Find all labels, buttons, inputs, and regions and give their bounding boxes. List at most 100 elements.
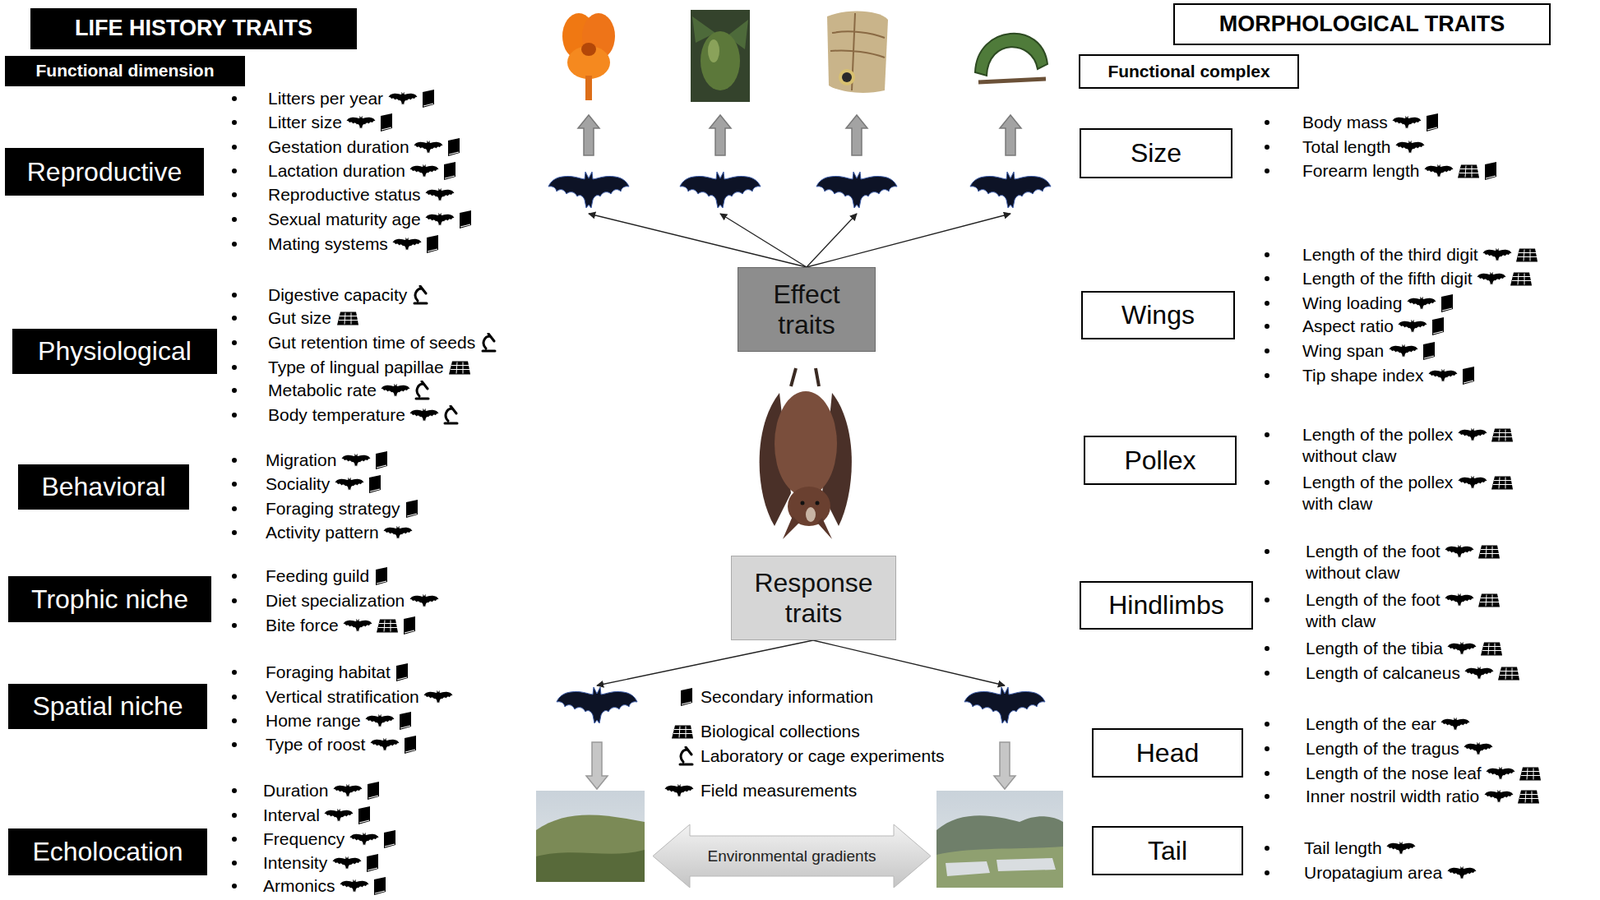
bat-icon — [413, 140, 443, 154]
bullet-dot — [1264, 771, 1270, 777]
bullet-dot — [231, 860, 237, 866]
book-icon — [396, 663, 408, 682]
bat-icon — [339, 879, 369, 893]
bat-icon — [1457, 476, 1487, 490]
trait-label: Bite force — [265, 615, 339, 637]
trait-label: Intensity — [263, 852, 328, 874]
bat-icon — [341, 453, 370, 468]
bat-icon — [1485, 767, 1515, 781]
bat-icon — [409, 408, 439, 422]
bullet-dot — [231, 388, 237, 394]
trait-label: Wing loading — [1302, 292, 1402, 315]
bat-icon — [332, 784, 362, 798]
collection-icon — [1516, 249, 1538, 263]
trait-label: Litters per year — [268, 87, 384, 110]
dimension-box: Spatial niche — [8, 684, 208, 730]
bat-icon — [383, 526, 412, 540]
bat-icon — [1484, 790, 1513, 804]
bullet-dot — [1264, 480, 1270, 486]
legend-label: Laboratory or cage experiments — [700, 745, 945, 768]
bullet-dot — [1264, 846, 1270, 851]
bat-icon — [548, 171, 1051, 724]
box-label: Size — [1130, 138, 1182, 169]
book-icon — [374, 877, 386, 896]
trait-label: Tail length — [1304, 837, 1383, 860]
trait-label: Reproductive status — [268, 184, 421, 206]
book-icon — [1432, 317, 1444, 336]
bat-icon — [1444, 545, 1474, 559]
bat-icon — [334, 477, 364, 491]
bullet-dot — [1264, 252, 1270, 258]
bullet-dot — [231, 292, 237, 298]
book-icon — [369, 475, 381, 494]
trait-label: Sexual maturity age — [268, 208, 421, 231]
complex-box: Head — [1091, 728, 1244, 778]
bat-icon — [369, 738, 399, 752]
dimension-box: Echolocation — [8, 828, 208, 876]
gradient-arrow: Environmental gradients — [652, 824, 931, 888]
box-label: Functional dimension — [35, 60, 214, 81]
book-icon — [1423, 342, 1435, 361]
collection-icon — [448, 361, 471, 375]
complex-box: Hindlimbs — [1079, 581, 1254, 630]
bat-icon — [664, 784, 694, 798]
dimension-box: Trophic niche — [8, 576, 212, 623]
bullet-dot — [1264, 373, 1270, 379]
collection-icon — [1510, 272, 1532, 287]
bat-photo — [759, 368, 852, 540]
bullet-dot — [1264, 870, 1270, 876]
trait-label: Body mass — [1302, 111, 1388, 134]
bullet-dot — [231, 742, 237, 748]
bullet-dot — [231, 340, 237, 346]
bat-icon — [1447, 642, 1476, 656]
landscape-photo — [536, 790, 1064, 888]
bat-icon — [1447, 866, 1476, 880]
bullet-dot — [231, 365, 237, 370]
bat-icon — [1388, 344, 1418, 358]
bullet-dot — [231, 694, 237, 700]
dimension-box: Reproductive — [4, 147, 204, 196]
bullet-dot — [231, 813, 237, 819]
book-icon — [406, 499, 418, 518]
bat-icon — [1391, 115, 1421, 130]
book-icon — [1484, 161, 1497, 181]
box-label: Response traits — [745, 568, 882, 629]
collection-icon — [337, 312, 359, 326]
bat-icon — [1463, 742, 1493, 756]
bat-icon — [1386, 841, 1416, 856]
bat-icon — [1428, 369, 1457, 383]
book-icon — [383, 830, 396, 849]
bullet-dot — [231, 530, 237, 536]
bat-icon — [1464, 666, 1494, 680]
legend-label: Biological collections — [700, 721, 861, 743]
trait-label: Metabolic rate — [268, 379, 377, 402]
box-label: Tail — [1147, 836, 1188, 867]
trait-label: Forearm length — [1302, 160, 1420, 182]
bullet-dot — [1264, 549, 1270, 555]
book-icon — [1426, 113, 1439, 132]
book-icon — [358, 806, 370, 825]
box-label: Wings — [1121, 300, 1195, 331]
book-icon — [375, 567, 388, 586]
box-label: Functional complex — [1107, 61, 1270, 82]
trait-label: Inner nostril width ratio — [1305, 786, 1480, 808]
bat-icon — [1440, 717, 1470, 731]
bullet-dot — [1264, 670, 1270, 676]
trait-label: Migration — [265, 449, 337, 472]
legend-label: Field measurements — [700, 780, 857, 802]
bat-icon — [425, 188, 454, 202]
book-icon — [680, 688, 693, 707]
collection-icon — [671, 726, 694, 740]
bullet-dot — [231, 718, 237, 724]
bullet-dot — [1264, 120, 1270, 125]
collection-icon — [1498, 667, 1520, 681]
bat-icon — [388, 92, 417, 106]
bullet-dot — [231, 192, 237, 198]
bullet-dot — [1264, 348, 1270, 354]
bullet-dot — [231, 144, 237, 150]
lab-icon — [416, 381, 429, 399]
trait-label: Digestive capacity — [268, 284, 407, 306]
bat-icon — [1476, 272, 1506, 286]
bat-icon — [1444, 593, 1474, 607]
trait-label: Gut size — [268, 307, 332, 329]
